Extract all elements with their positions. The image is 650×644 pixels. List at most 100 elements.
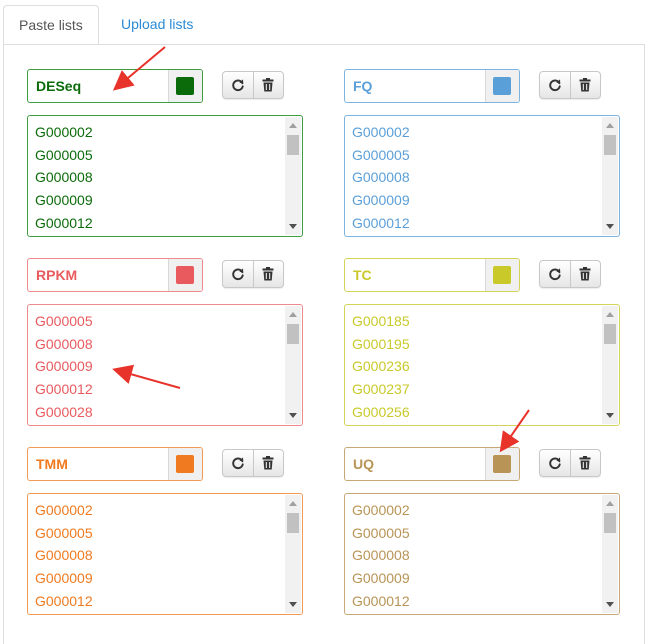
refresh-button[interactable] xyxy=(540,261,571,287)
refresh-icon xyxy=(549,457,561,470)
refresh-button[interactable] xyxy=(540,72,571,98)
scroll-down-arrow-icon[interactable] xyxy=(606,602,614,607)
refresh-button[interactable] xyxy=(223,450,254,476)
color-swatch[interactable] xyxy=(176,455,194,473)
scroll-up-arrow-icon[interactable] xyxy=(289,312,297,317)
refresh-button[interactable] xyxy=(223,261,254,287)
scroll-down-arrow-icon[interactable] xyxy=(606,224,614,229)
refresh-icon xyxy=(232,79,244,92)
delete-button[interactable] xyxy=(253,450,283,476)
list-name-group xyxy=(344,447,520,481)
delete-button[interactable] xyxy=(570,450,600,476)
list-name-input[interactable] xyxy=(345,448,486,480)
textarea-scrollbar[interactable] xyxy=(285,117,301,235)
color-swatch[interactable] xyxy=(493,266,511,284)
scroll-thumb[interactable] xyxy=(604,135,616,155)
color-picker[interactable] xyxy=(486,70,519,102)
scroll-down-arrow-icon[interactable] xyxy=(289,224,297,229)
scroll-up-arrow-icon[interactable] xyxy=(289,501,297,506)
gene-item: G000012 xyxy=(35,214,93,231)
gene-item: G000005 xyxy=(35,313,93,329)
gene-item: G000008 xyxy=(35,547,93,564)
gene-item: G000008 xyxy=(352,547,410,564)
refresh-button[interactable] xyxy=(540,450,571,476)
gene-item: G000028 xyxy=(35,403,93,420)
delete-button[interactable] xyxy=(253,72,283,98)
list-name-input[interactable] xyxy=(28,70,169,102)
color-swatch[interactable] xyxy=(176,77,194,95)
trash-icon xyxy=(579,456,591,470)
gene-item: G000002 xyxy=(35,124,93,140)
gene-item: G000005 xyxy=(352,146,410,163)
scroll-down-arrow-icon[interactable] xyxy=(606,413,614,418)
trash-icon xyxy=(579,78,591,92)
refresh-icon xyxy=(549,79,561,92)
trash-icon xyxy=(262,456,274,470)
gene-item: G000237 xyxy=(352,381,410,398)
tab-paste-lists[interactable]: Paste lists xyxy=(3,5,99,45)
textarea-scrollbar[interactable] xyxy=(602,306,618,424)
list-action-buttons xyxy=(222,260,284,288)
scroll-up-arrow-icon[interactable] xyxy=(606,501,614,506)
scroll-thumb[interactable] xyxy=(287,513,299,533)
gene-item: G000008 xyxy=(352,169,410,186)
color-picker[interactable] xyxy=(486,259,519,291)
scroll-up-arrow-icon[interactable] xyxy=(606,123,614,128)
refresh-icon xyxy=(549,268,561,281)
gene-item: G000002 xyxy=(35,502,93,518)
list-action-buttons xyxy=(539,260,601,288)
delete-button[interactable] xyxy=(570,261,600,287)
textarea-scrollbar[interactable] xyxy=(285,306,301,424)
textarea-scrollbar[interactable] xyxy=(602,495,618,613)
gene-item: G000009 xyxy=(35,192,93,209)
list-name-input[interactable] xyxy=(345,70,486,102)
delete-button[interactable] xyxy=(253,261,283,287)
gene-item: G000002 xyxy=(352,124,410,140)
scroll-thumb[interactable] xyxy=(604,324,616,344)
color-picker[interactable] xyxy=(169,448,202,480)
scroll-up-arrow-icon[interactable] xyxy=(289,123,297,128)
scroll-down-arrow-icon[interactable] xyxy=(289,602,297,607)
list-name-input[interactable] xyxy=(345,259,486,291)
scroll-thumb[interactable] xyxy=(287,135,299,155)
textarea-scrollbar[interactable] xyxy=(602,117,618,235)
scroll-down-arrow-icon[interactable] xyxy=(289,413,297,418)
color-swatch[interactable] xyxy=(176,266,194,284)
gene-item: G000005 xyxy=(352,524,410,541)
gene-item: G000012 xyxy=(352,592,410,609)
color-swatch[interactable] xyxy=(493,77,511,95)
scroll-up-arrow-icon[interactable] xyxy=(606,312,614,317)
color-picker[interactable] xyxy=(486,448,519,480)
list-action-buttons xyxy=(539,449,601,477)
refresh-button[interactable] xyxy=(223,72,254,98)
gene-item: G000002 xyxy=(352,502,410,518)
gene-item: G000009 xyxy=(35,570,93,587)
list-name-input[interactable] xyxy=(28,259,169,291)
gene-item: G000008 xyxy=(35,169,93,186)
scroll-thumb[interactable] xyxy=(287,324,299,344)
delete-button[interactable] xyxy=(570,72,600,98)
gene-item: G000256 xyxy=(352,403,410,420)
color-picker[interactable] xyxy=(169,70,202,102)
gene-item: G000012 xyxy=(35,592,93,609)
textarea-scrollbar[interactable] xyxy=(285,495,301,613)
list-action-buttons xyxy=(539,71,601,99)
tab-upload-lists[interactable]: Upload lists xyxy=(121,16,194,32)
color-swatch[interactable] xyxy=(493,455,511,473)
color-picker[interactable] xyxy=(169,259,202,291)
scroll-thumb[interactable] xyxy=(604,513,616,533)
list-name-input[interactable] xyxy=(28,448,169,480)
